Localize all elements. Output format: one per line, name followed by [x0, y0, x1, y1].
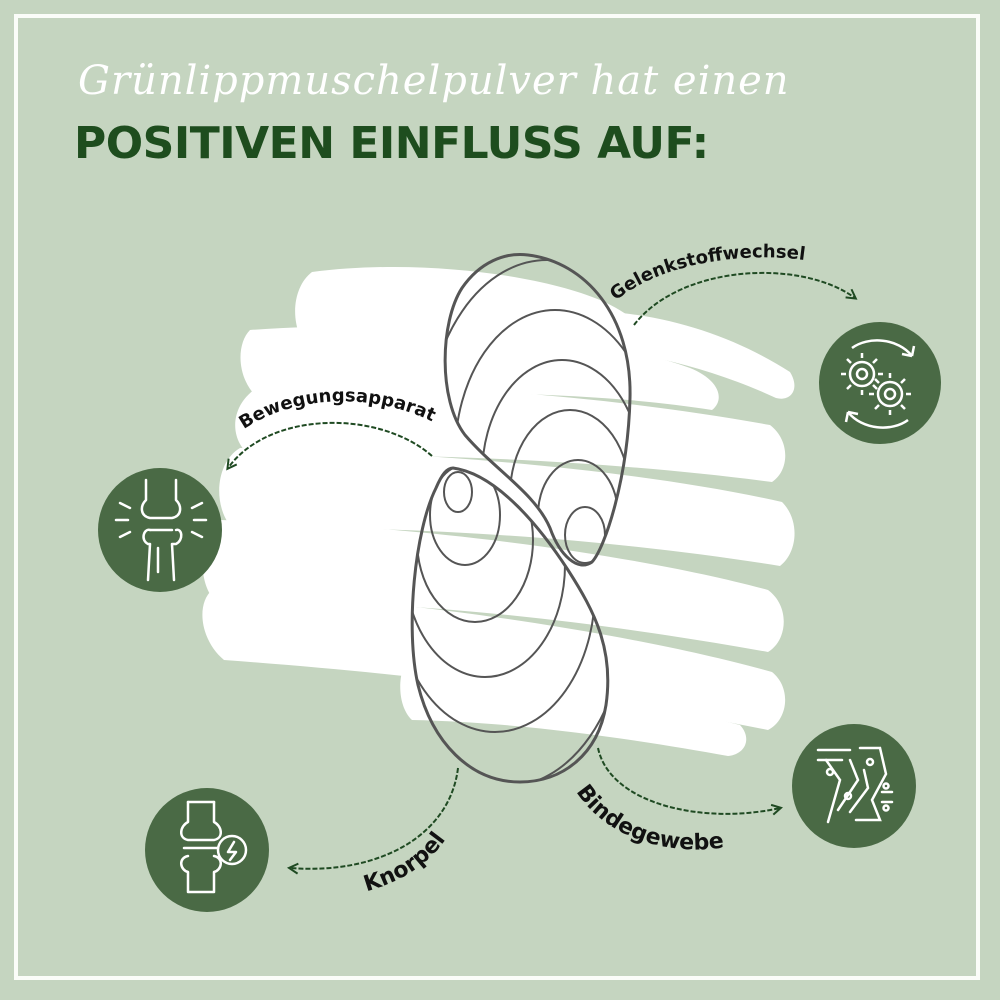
- label-bindegewebe: Bindegewebe: [571, 780, 725, 855]
- arrows: [226, 271, 858, 875]
- brush-background: [202, 266, 795, 756]
- cartilage-joint-icon: [145, 788, 269, 912]
- arrow-bewegungsapparat: [226, 422, 433, 471]
- knee-joint-icon: [98, 468, 222, 592]
- label-knorpel: Knorpel: [361, 828, 451, 897]
- arrow-gelenkstoffwechsel: [633, 271, 858, 326]
- gears-cycle-icon: [819, 322, 941, 444]
- connective-tissue-icon: [792, 724, 916, 848]
- title-main-line: POSITIVEN EINFLUSS AUF:: [74, 118, 709, 169]
- arrow-bindegewebe: [597, 747, 783, 816]
- title-script-line: Grünlippmuschelpulver hat einen: [78, 58, 790, 104]
- arrow-knorpel: [286, 767, 459, 875]
- white-border-frame: [14, 14, 980, 980]
